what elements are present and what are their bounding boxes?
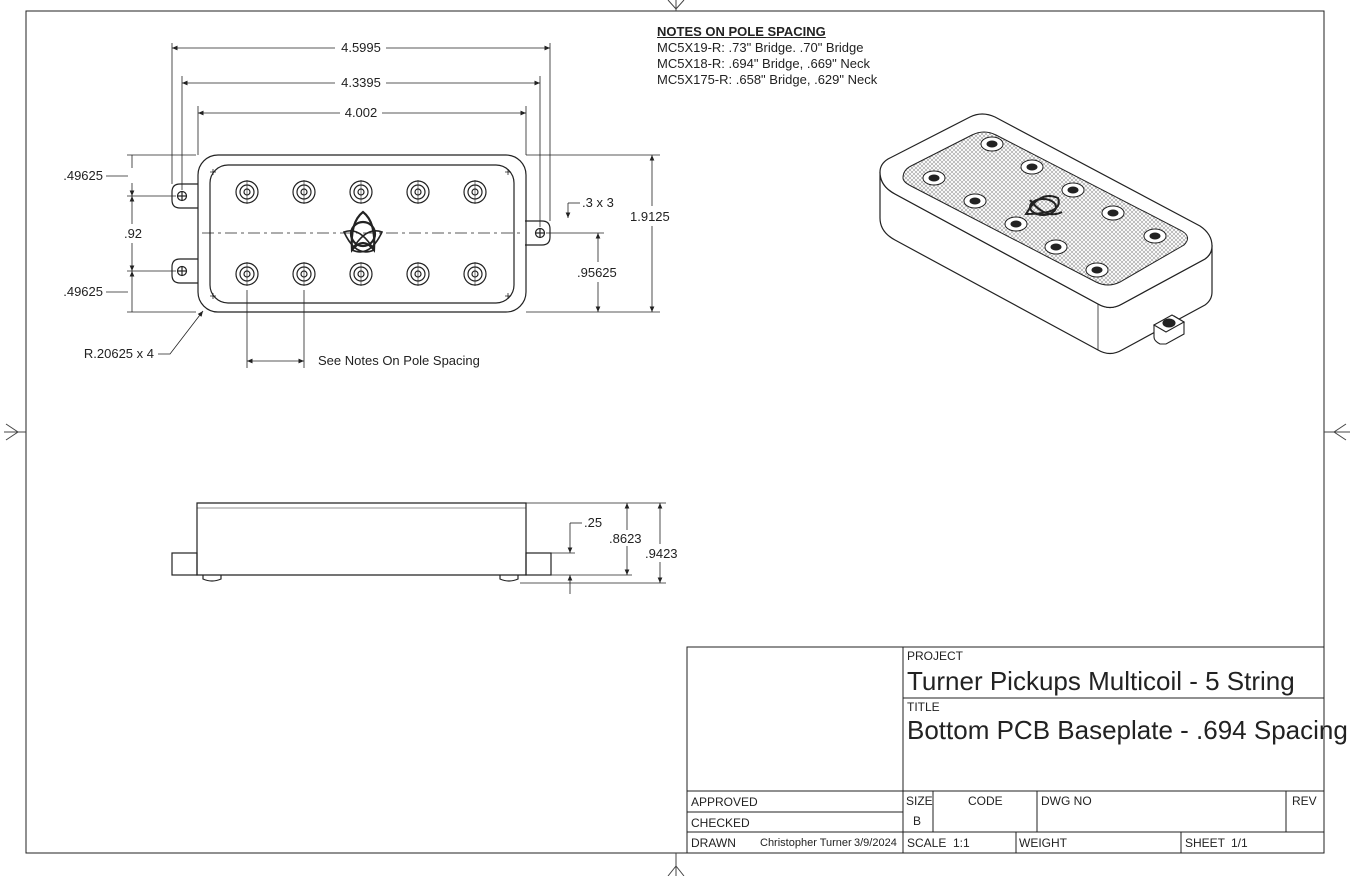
- drawn-date: 3/9/2024: [854, 837, 897, 849]
- dim-overall-length: 4.5995: [341, 40, 381, 55]
- baseplate-side-outline: [196, 502, 527, 576]
- pole-piece: [349, 262, 373, 286]
- dim-corner-radius: R.20625 x 4: [84, 346, 154, 361]
- pole-piece: [292, 180, 316, 204]
- isometric-view: [879, 113, 1213, 355]
- dim-center-gap: .92: [124, 226, 142, 241]
- baseplate-outline: [197, 154, 527, 313]
- title-block: [686, 646, 1325, 854]
- pole-piece: [406, 180, 430, 204]
- pole-piece: [406, 262, 430, 286]
- pole-piece: [292, 262, 316, 286]
- dim-body-length: 4.002: [345, 105, 378, 120]
- dim-body-height: .8623: [609, 531, 642, 546]
- iso-pole-pieces: [922, 136, 1167, 278]
- top-view: [171, 154, 551, 313]
- dim-total-height: .9423: [645, 546, 678, 561]
- tab-side-left: [171, 552, 198, 576]
- dwg-no-label: DWG NO: [1041, 794, 1092, 808]
- dim-tab-bottom: .49625: [63, 284, 103, 299]
- rev-label: REV: [1292, 794, 1317, 808]
- size-value: B: [913, 814, 922, 828]
- top-view-dimensions: [106, 43, 660, 368]
- notes-heading: NOTES ON POLE SPACING: [657, 24, 826, 39]
- drawing-title: Bottom PCB Baseplate - .694 Spacing: [907, 715, 1348, 745]
- dim-tab-height: .25: [584, 515, 602, 530]
- dim-overall-width: 1.9125: [630, 209, 670, 224]
- tab-side-right: [525, 552, 552, 576]
- side-view: [171, 502, 552, 582]
- pole-piece: [463, 180, 487, 204]
- pole-piece: [349, 180, 373, 204]
- pole-pieces: [235, 180, 487, 286]
- scale-value: 1:1: [953, 836, 970, 850]
- triquetra-logo-icon: [342, 210, 384, 253]
- top-view-dimension-labels: 4.5995 4.3395 4.002 .49625 .92 .49625 R.…: [63, 40, 670, 368]
- drawn-label: DRAWN: [691, 836, 736, 850]
- pole-piece: [463, 262, 487, 286]
- baseplate-inner-outline: [209, 164, 515, 304]
- drawn-by: Christopher Turner: [760, 837, 852, 849]
- dim-mount-spacing: 4.3395: [341, 75, 381, 90]
- dim-half-width: .95625: [577, 265, 617, 280]
- iso-triquetra-logo-icon: [1024, 195, 1063, 216]
- notes-line: MC5X18-R: .694" Bridge, .669" Neck: [657, 56, 870, 71]
- dim-pole-spacing-note: See Notes On Pole Spacing: [318, 353, 480, 368]
- pole-piece: [235, 262, 259, 286]
- pole-piece: [235, 180, 259, 204]
- code-label: CODE: [968, 794, 1003, 808]
- dim-hole-callout: .3 x 3: [582, 195, 614, 210]
- project-name: Turner Pickups Multicoil - 5 String: [907, 666, 1295, 696]
- dim-tab-top: .49625: [63, 168, 103, 183]
- project-label: PROJECT: [907, 649, 964, 663]
- side-view-dimensions: [520, 502, 666, 594]
- side-view-dimension-labels: .25 .8623 .9423: [584, 515, 678, 561]
- iso-mounting-tab: [1152, 314, 1186, 345]
- notes-line: MC5X175-R: .658" Bridge, .629" Neck: [657, 72, 878, 87]
- weight-label: WEIGHT: [1019, 836, 1067, 850]
- sheet-label: SHEET: [1185, 836, 1226, 850]
- centering-marks: [4, 0, 1350, 876]
- checked-label: CHECKED: [691, 816, 750, 830]
- approved-label: APPROVED: [691, 795, 758, 809]
- pole-spacing-notes: NOTES ON POLE SPACING MC5X19-R: .73" Bri…: [657, 24, 877, 88]
- scale-label: SCALE: [907, 836, 947, 850]
- notes-line: MC5X19-R: .73" Bridge. .70" Bridge: [657, 40, 864, 55]
- title-label: TITLE: [907, 700, 940, 714]
- size-label: SIZE: [906, 794, 933, 808]
- sheet-value: 1/1: [1231, 836, 1248, 850]
